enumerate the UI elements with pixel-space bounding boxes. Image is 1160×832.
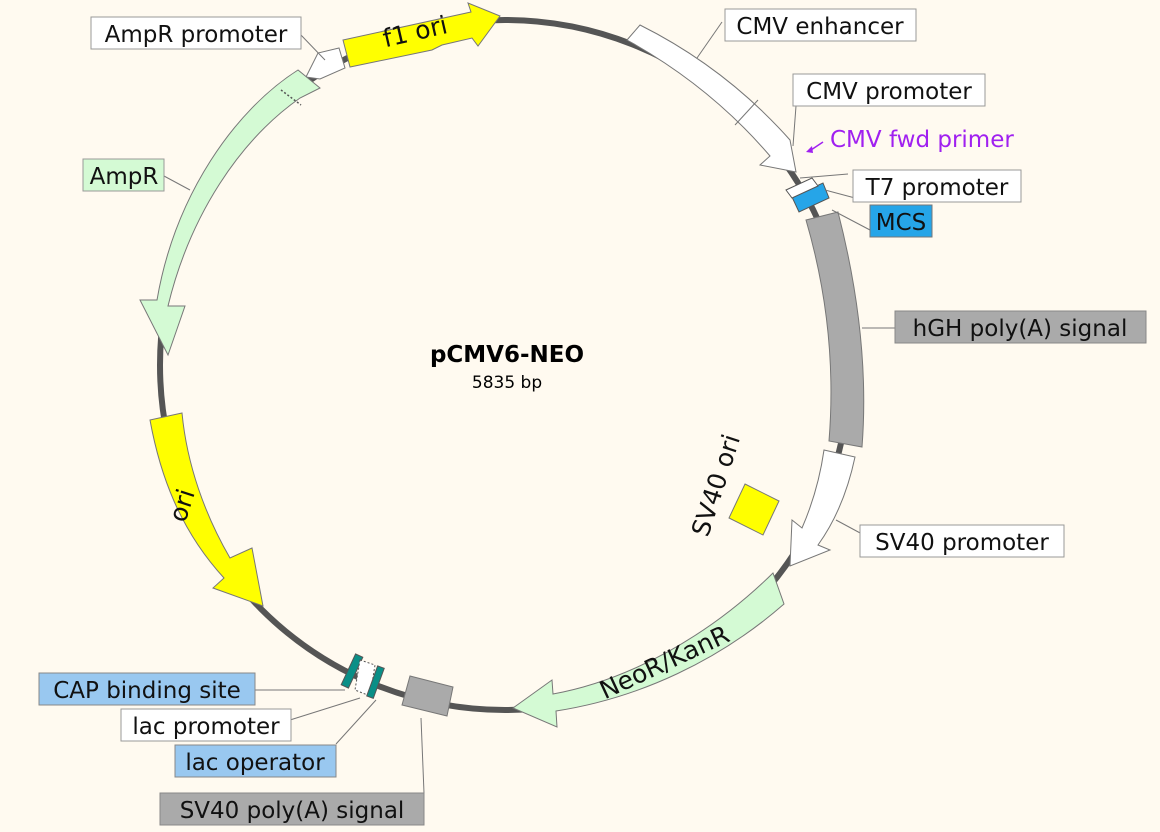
callout-cmv-fwd-primer[interactable]: CMV fwd primer [830, 127, 1014, 153]
callout-cmv-promoter-text: CMV promoter [806, 79, 972, 105]
callout-cmv-enhancer[interactable]: CMV enhancer [724, 8, 917, 42]
callout-hgh-polya[interactable]: hGH poly(A) signal [894, 310, 1147, 344]
ampr-divider [280, 89, 302, 106]
callout-ampr-promoter[interactable]: AmpR promoter [90, 16, 302, 50]
lac-operator-box[interactable] [366, 665, 385, 700]
callout-lac-promoter-text: lac promoter [132, 714, 280, 740]
ori-arrow[interactable] [149, 412, 264, 607]
f1-ori-arrow[interactable] [342, 2, 501, 68]
callout-lac-operator-text: lac operator [185, 750, 325, 776]
plasmid-title: pCMV6-NEO [430, 342, 584, 368]
callout-cap-binding-site[interactable]: CAP binding site [38, 672, 256, 706]
hgh-polya-box[interactable] [805, 211, 865, 448]
ampr-arrow[interactable] [139, 69, 321, 357]
plasmid-size: 5835 bp [472, 373, 542, 393]
sv40-polya-box[interactable] [401, 675, 454, 717]
neor-kanr-arrow[interactable] [511, 572, 785, 728]
callout-mcs-text: MCS [876, 210, 927, 236]
ampr-promoter-arrow[interactable] [305, 47, 346, 80]
cmv-divider [734, 99, 759, 126]
callout-cmv-enhancer-text: CMV enhancer [736, 14, 904, 40]
cmv-primer-arrowhead [806, 146, 813, 153]
callout-mcs[interactable]: MCS [869, 204, 933, 238]
callout-sv40-promoter-text: SV40 promoter [875, 530, 1049, 556]
sv40-ori-label: SV40 ori [686, 431, 746, 540]
callout-ampr-promoter-text: AmpR promoter [105, 22, 288, 48]
cmv-primer-tick [810, 141, 824, 151]
callout-t7-promoter[interactable]: T7 promoter [852, 169, 1022, 203]
callout-sv40-polya-text: SV40 poly(A) signal [180, 798, 405, 824]
cap-binding-box[interactable] [340, 653, 364, 689]
t7-promoter-box[interactable] [785, 177, 819, 199]
callout-lac-operator[interactable]: lac operator [174, 744, 337, 778]
callout-ampr[interactable]: AmpR [82, 158, 165, 192]
callout-cmv-promoter[interactable]: CMV promoter [792, 73, 986, 107]
callout-ampr-text: AmpR [90, 164, 159, 190]
callout-sv40-promoter[interactable]: SV40 promoter [859, 524, 1065, 558]
leader-lines [163, 21, 895, 794]
callout-lac-promoter[interactable]: lac promoter [120, 708, 292, 742]
callout-t7-promoter-text: T7 promoter [865, 175, 1009, 201]
neor-kanr-label: NeoR/KanR [595, 620, 734, 705]
callout-hgh-polya-text: hGH poly(A) signal [913, 316, 1128, 342]
callout-sv40-polya[interactable]: SV40 poly(A) signal [159, 792, 425, 826]
cmv-enhancer-arrow[interactable] [626, 24, 797, 173]
callout-cap-binding-site-text: CAP binding site [53, 678, 241, 704]
sv40-ori-box[interactable] [728, 483, 780, 536]
sv40-promoter-arrow[interactable] [789, 449, 856, 567]
